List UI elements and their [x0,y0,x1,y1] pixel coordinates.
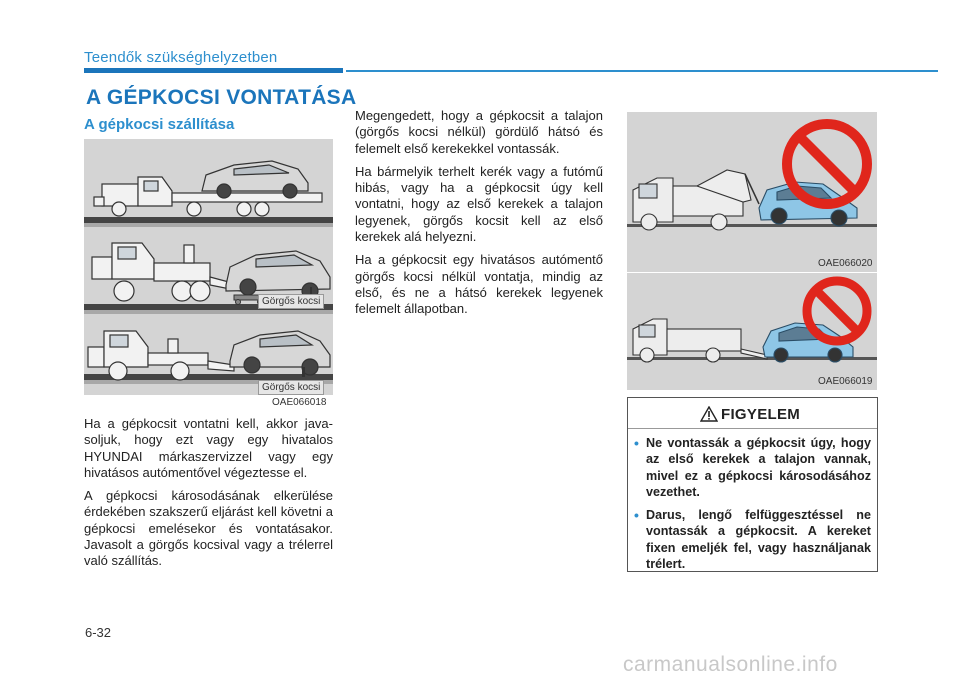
page-number: 6-32 [85,625,112,640]
header-rule-thick [84,68,343,73]
front-wheels-down-prohibited-illustration [627,273,877,390]
watermark: carmanualsonline.info [623,653,838,676]
warning-item-text: Ne vontassák a gépkocsit úgy, hogy az el… [646,436,871,499]
warning-item: • Darus, lengő felfüggesztéssel ne vonta… [634,507,871,572]
car-on-flatbed [201,160,309,199]
bullet-icon: • [634,435,639,451]
middle-paragraph: Ha a gépkocsit egy hivatásos autómentő g… [355,252,603,317]
figure-code-right-top: OAE066020 [818,258,873,269]
car-on-dolly [225,250,331,300]
tow-truck-drawing [632,169,752,231]
prohibition-icon [802,276,872,346]
dolly-label-2: Görgős kocsi [258,380,325,395]
left-paragraph: A gépkocsi károsodásának elkerülése érde… [84,488,333,569]
warning-header: FIGYELEM [628,398,877,428]
towing-methods-illustration [84,139,333,395]
middle-column-text: Megengedett, hogy a gépkocsit a talajon … [355,108,603,325]
warning-title: FIGYELEM [721,406,801,423]
bullet-icon: • [634,507,639,524]
flatbed-truck-drawing [93,176,323,207]
warning-list: • Ne vontassák a gépkocsit úgy, hogy az … [634,435,871,579]
car-on-dolly-2 [229,330,331,376]
warning-triangle-icon [700,406,718,422]
middle-paragraph: Megengedett, hogy a gépkocsit a talajon … [355,108,603,156]
warning-item-text: Darus, lengő felfüggesztéssel ne vontass… [646,508,871,572]
figure-code-right-bottom: OAE066019 [818,376,873,387]
middle-paragraph: Ha bármelyik terhelt kerék vagy a futó­m… [355,163,603,245]
figure-code-left: OAE066018 [272,397,327,408]
main-heading: A GÉPKOCSI VONTATÁSA [86,86,357,109]
tow-truck-drawing [91,242,241,292]
sub-heading: A gépkocsi szállítása [84,116,235,133]
warning-item: • Ne vontassák a gépkocsit úgy, hogy az … [634,435,871,500]
crane-tow-prohibited-illustration [627,112,877,272]
warning-box: FIGYELEM • Ne vontassák a gépkocsit úgy,… [627,397,878,572]
dolly-label-1: Görgős kocsi [258,294,325,309]
left-paragraph: Ha a gépkocsit vontatni kell, akkor java… [84,416,333,480]
left-column-text: Ha a gépkocsit vontatni kell, akkor java… [84,416,333,577]
header-rule-thin [346,70,938,72]
section-title: Teendők szükséghelyzetben [84,49,278,66]
warning-separator [628,428,877,429]
prohibition-icon [782,119,872,209]
